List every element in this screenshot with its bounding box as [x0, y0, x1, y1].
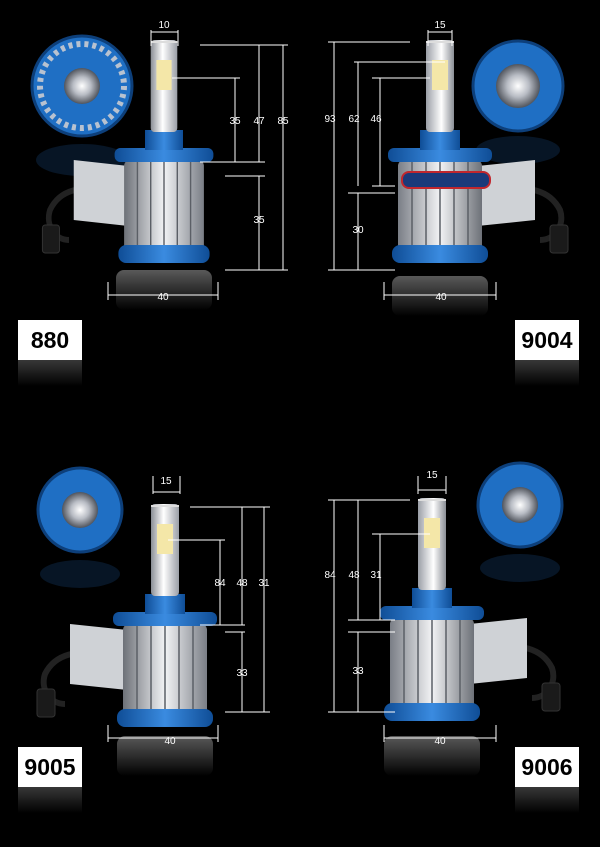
- dim-width-top-9005: 15: [160, 476, 172, 487]
- dim-mid-height-9006: 48: [348, 570, 360, 581]
- model-badge-9006: 9006: [515, 747, 579, 787]
- panel-9004: 15 93 62 46 30 40: [324, 20, 568, 316]
- dim-total-height-9006: 84: [324, 570, 336, 581]
- badge-reflection-9006: [515, 787, 579, 813]
- model-badge-9005: 9005: [18, 747, 82, 787]
- socket-view-9004: [471, 39, 565, 164]
- dim-width-top-9006: 15: [426, 470, 438, 481]
- dim-base-width-880: 40: [157, 292, 169, 303]
- dim-base-height-9004: 30: [352, 225, 364, 236]
- dim-base-width-9006: 40: [434, 736, 446, 747]
- dim-led-height-9005: 84: [214, 578, 226, 589]
- dim-mid-height-880: 47: [253, 116, 265, 127]
- panel-9006: 15 84 48 31 33 40: [324, 461, 564, 776]
- badge-reflection-9005: [18, 787, 82, 813]
- dim-base-height-880: 35: [253, 215, 265, 226]
- dim-base-width-9004: 40: [435, 292, 447, 303]
- socket-view-880: [30, 34, 134, 176]
- dim-led-height-9006: 31: [370, 570, 382, 581]
- dim-mid-height-9004: 62: [348, 114, 360, 125]
- socket-view-9005: [36, 466, 124, 588]
- dim-mid-height-9005: 48: [236, 578, 248, 589]
- badge-reflection-880: [18, 360, 82, 386]
- dim-base-height-9005: 33: [236, 668, 248, 679]
- dim-total-height-880: 85: [277, 116, 289, 127]
- dim-led-height-880: 35: [229, 116, 241, 127]
- dim-base-width-9005: 40: [164, 736, 176, 747]
- panel-880: 10 35 47 85 35 40: [30, 20, 289, 310]
- dim-width-top-880: 10: [158, 20, 170, 31]
- dim-total-height-9004: 93: [324, 114, 336, 125]
- dim-total-height-9005: 31: [258, 578, 270, 589]
- badge-reflection-9004: [515, 360, 579, 386]
- dim-base-height-9006: 33: [352, 666, 364, 677]
- socket-view-9006: [476, 461, 564, 582]
- panel-9005: 15 84 48 31 33 40: [36, 466, 270, 776]
- dim-led-height-9004: 46: [370, 114, 382, 125]
- dim-width-top-9004: 15: [434, 20, 446, 31]
- model-badge-880: 880: [18, 320, 82, 360]
- model-badge-9004: 9004: [515, 320, 579, 360]
- bulb-9004-seal: [401, 171, 491, 189]
